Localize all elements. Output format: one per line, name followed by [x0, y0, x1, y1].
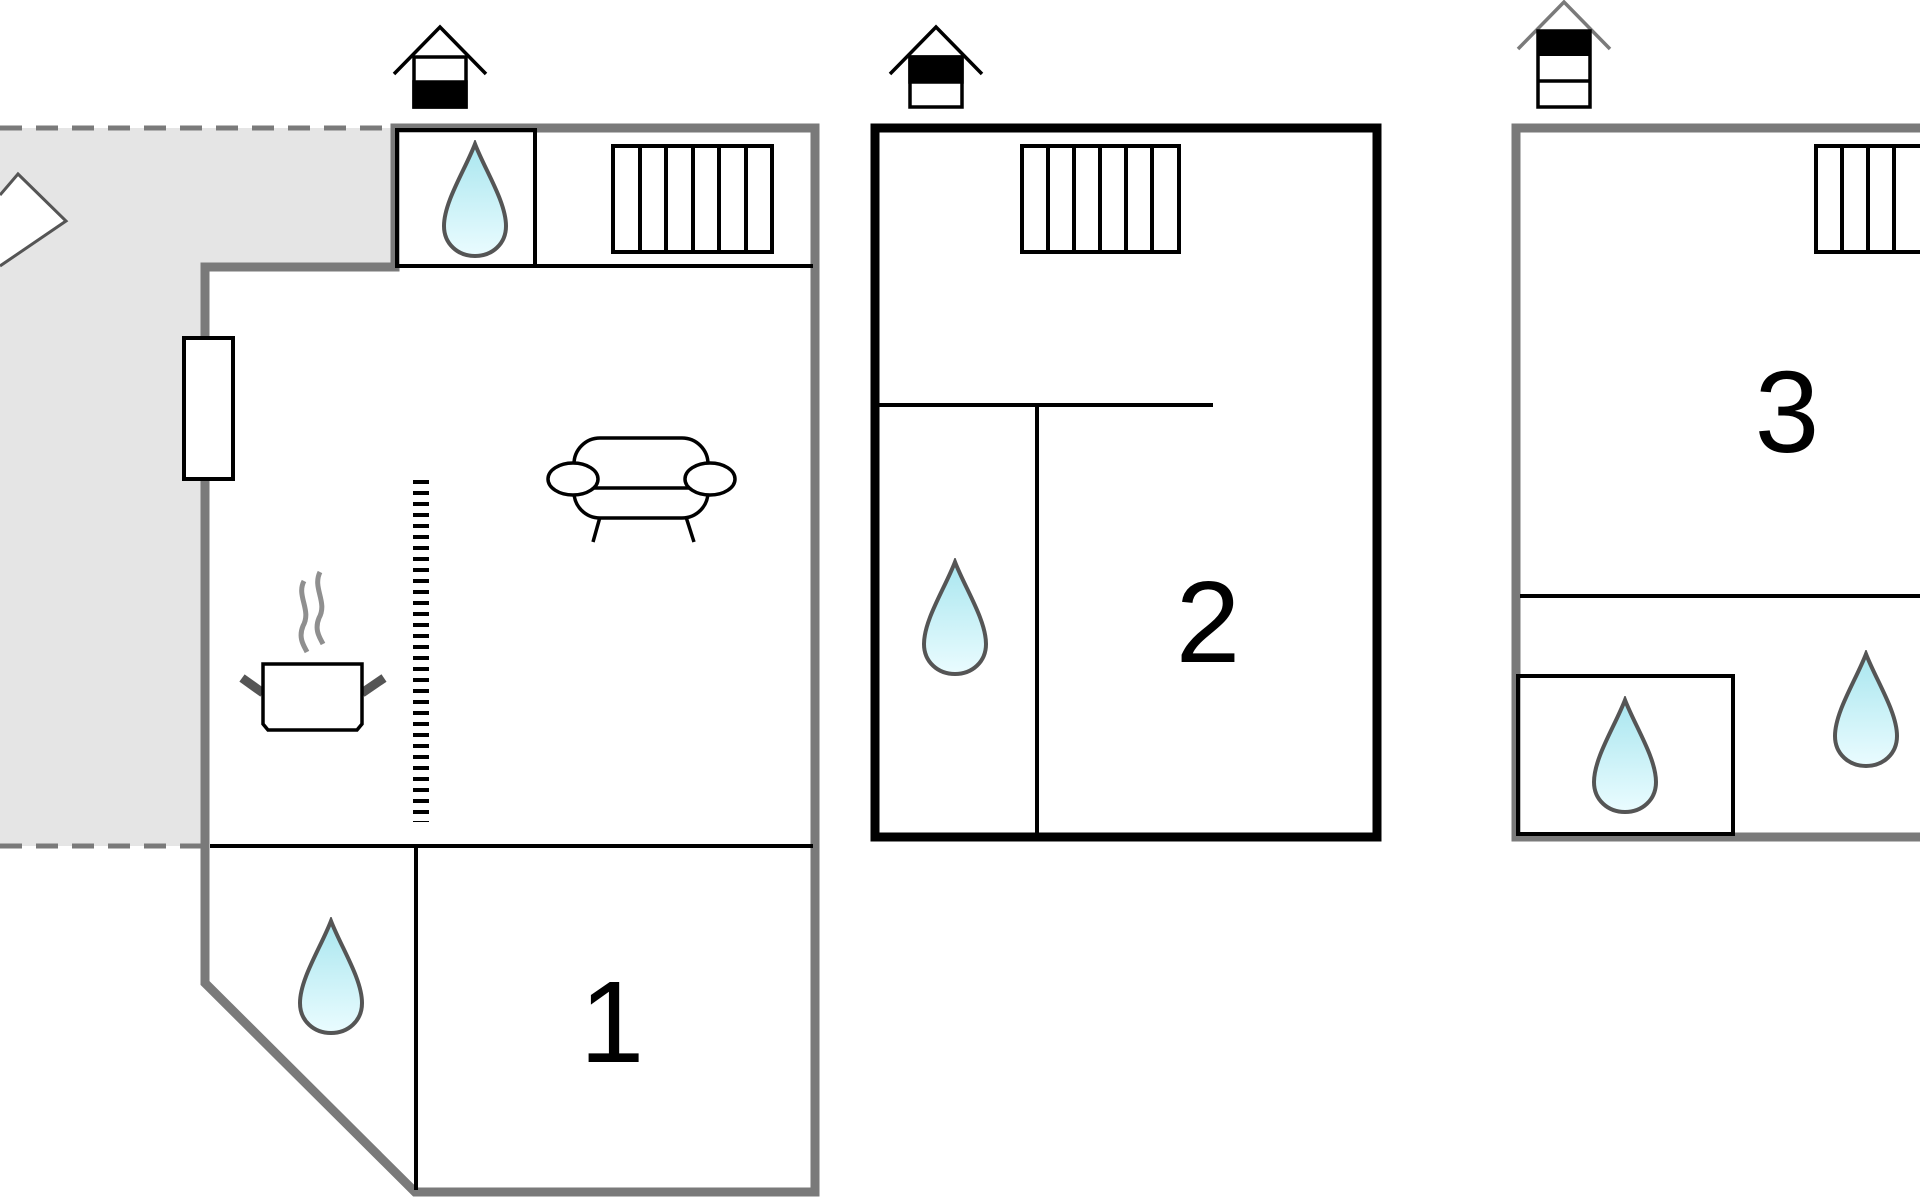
floor-3-inner-walls — [1516, 594, 1920, 836]
water-drop-icon — [1833, 652, 1899, 768]
floor-3: 3 — [1511, 0, 1920, 842]
floor-2: 2 — [870, 24, 1382, 842]
second-floor-house-icon — [1516, 0, 1612, 109]
terrace-arrow-icon — [0, 171, 69, 268]
sofa-icon — [546, 436, 737, 543]
room-number-3: 3 — [1755, 347, 1820, 477]
radiator-icon — [611, 144, 774, 254]
floor-2-outer-wall — [870, 123, 1382, 842]
room-number-2: 2 — [1176, 557, 1241, 687]
floor-1-inner-walls — [210, 128, 813, 1190]
floor-3-outer-wall — [1511, 123, 1920, 842]
water-drop-icon — [1592, 698, 1658, 814]
floor-2-inner-walls — [879, 403, 1213, 833]
radiator-icon — [1020, 144, 1181, 254]
first-floor-house-icon — [888, 24, 984, 109]
floor-1: 1 — [0, 24, 820, 1197]
ground-floor-house-icon — [392, 24, 488, 109]
water-drop-icon — [922, 560, 988, 676]
window-icon — [182, 336, 235, 481]
room-number-1: 1 — [580, 957, 645, 1087]
floor-1-outer-wall — [200, 123, 820, 1197]
terrace — [0, 125, 395, 849]
water-drop-icon — [298, 919, 364, 1035]
kitchen-pot-icon — [239, 570, 387, 732]
water-drop-icon — [442, 142, 508, 258]
radiator-icon — [1814, 144, 1920, 254]
